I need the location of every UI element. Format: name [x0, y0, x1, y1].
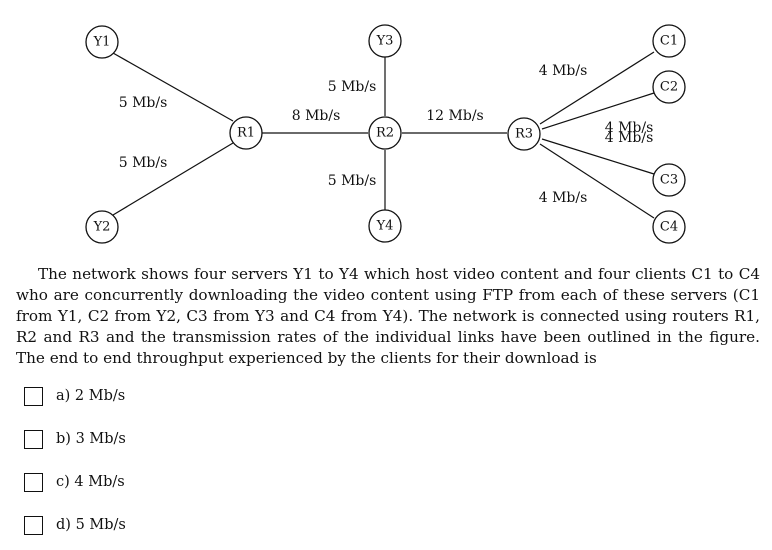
link-r3-c3 — [541, 138, 655, 175]
node-r2-label: R2 — [376, 126, 394, 141]
rate-label-r3-c1: 4 Mb/s — [539, 63, 588, 79]
node-y2: Y2 — [85, 210, 119, 244]
node-r2: R2 — [368, 116, 402, 150]
node-y1-label: Y1 — [93, 35, 111, 50]
rate-label-r1-r2: 8 Mb/s — [292, 108, 341, 124]
node-r1-label: R1 — [237, 126, 255, 141]
link-y2-r1 — [112, 142, 234, 216]
option-d-checkbox[interactable] — [24, 515, 43, 535]
option-a-label: a) 2 Mb/s — [56, 388, 126, 404]
node-c3: C3 — [652, 163, 686, 197]
node-c2-label: C2 — [660, 80, 678, 95]
node-c4: C4 — [652, 210, 686, 244]
node-y3-label: Y3 — [376, 34, 394, 49]
link-r3-c2 — [541, 92, 655, 130]
link-r3-c1 — [539, 51, 655, 125]
rate-label-r2-r3: 12 Mb/s — [426, 108, 483, 124]
node-y4: Y4 — [368, 209, 402, 243]
rate-label-y3-r2: 5 Mb/s — [328, 79, 377, 95]
node-y2-label: Y2 — [93, 220, 111, 235]
rate-label-y1-r1: 5 Mb/s — [119, 95, 168, 111]
question-text: The network shows four servers Y1 to Y4 … — [16, 265, 760, 367]
option-b[interactable]: b) 3 Mb/s — [24, 428, 126, 450]
option-c-label: c) 4 Mb/s — [56, 474, 125, 490]
option-d[interactable]: d) 5 Mb/s — [24, 514, 126, 536]
node-c3-label: C3 — [660, 173, 678, 188]
rate-label-r3-c4: 4 Mb/s — [539, 190, 588, 206]
option-b-checkbox[interactable] — [24, 429, 43, 449]
node-c2: C2 — [652, 70, 686, 104]
node-r3-label: R3 — [515, 127, 533, 142]
node-r3: R3 — [507, 117, 541, 151]
node-y4-label: Y4 — [376, 219, 394, 234]
node-c1: C1 — [652, 24, 686, 58]
option-a-checkbox[interactable] — [24, 386, 43, 406]
network-diagram: 5 Mb/s 5 Mb/s 8 Mb/s 5 Mb/s 5 Mb/s 12 Mb… — [85, 24, 686, 244]
node-c1-label: C1 — [660, 34, 678, 49]
rate-label-r3-c2: 4 Mb/s — [605, 120, 654, 136]
node-c4-label: C4 — [660, 220, 678, 235]
link-r3-c4 — [539, 143, 655, 219]
option-d-label: d) 5 Mb/s — [56, 517, 126, 533]
option-a[interactable]: a) 2 Mb/s — [24, 385, 125, 407]
node-y1: Y1 — [85, 25, 119, 59]
rate-label-r3-c3: 4 Mb/s — [605, 130, 654, 146]
option-c[interactable]: c) 4 Mb/s — [24, 471, 125, 493]
link-y1-r1 — [112, 52, 234, 122]
option-c-checkbox[interactable] — [24, 472, 43, 492]
node-y3: Y3 — [368, 24, 402, 58]
option-b-label: b) 3 Mb/s — [56, 431, 126, 447]
rate-label-y4-r2: 5 Mb/s — [328, 173, 377, 189]
rate-label-y2-r1: 5 Mb/s — [119, 155, 168, 171]
node-r1: R1 — [229, 116, 263, 150]
